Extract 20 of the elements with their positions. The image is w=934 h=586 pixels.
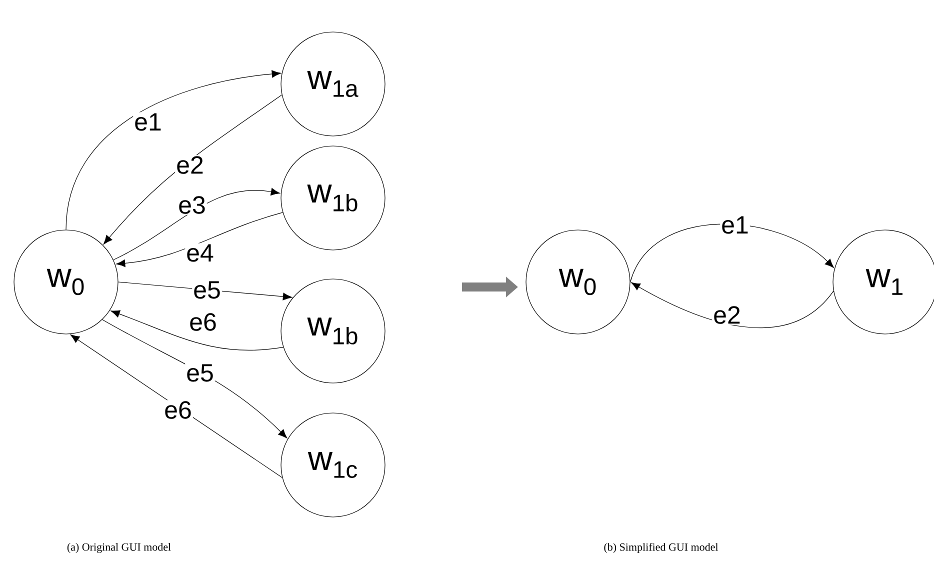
arrow: [66, 70, 281, 230]
arrow: [110, 310, 284, 351]
edge-label: e6: [163, 400, 193, 420]
arrow: [113, 188, 280, 260]
arrow: [103, 94, 282, 244]
edge-label: e3: [177, 195, 207, 215]
caption: (b) Simplified GUI model: [604, 542, 718, 554]
arrow: [631, 282, 834, 328]
edge-label: e5: [192, 280, 222, 300]
arrow: [70, 334, 283, 478]
edge-label: e2: [712, 305, 742, 325]
edge-label: e6: [188, 312, 218, 332]
arrow: [116, 212, 284, 267]
caption: (a) Original GUI model: [67, 543, 171, 553]
edge-label: e1: [133, 112, 163, 132]
edge-label: e4: [185, 243, 215, 263]
edge-label: e1: [720, 215, 750, 235]
edge-label: e5: [185, 363, 215, 383]
edge-label: e2: [175, 155, 205, 175]
arrow: [630, 224, 834, 282]
